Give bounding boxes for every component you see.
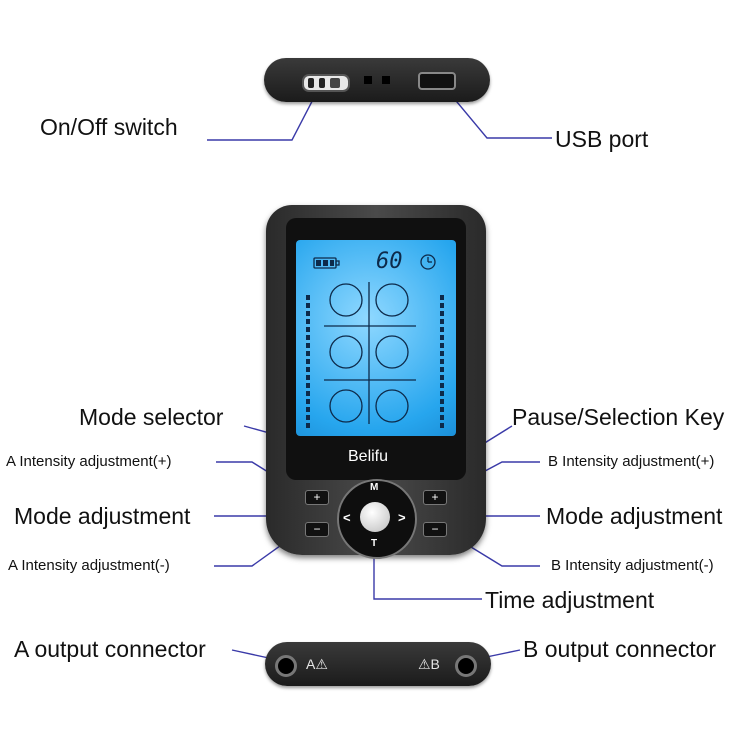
timer-display: 60 — [376, 249, 403, 274]
on-off-switch[interactable] — [302, 74, 350, 92]
mode-right-key[interactable]: > — [398, 510, 406, 525]
label-a-output-connector: A output connector — [14, 636, 206, 662]
device-bottom-edge — [265, 642, 491, 686]
label-b-intensity-plus: B Intensity adjustment(+) — [548, 453, 715, 470]
mode-selector-key[interactable]: M — [370, 482, 379, 493]
label-mode-adjustment-right: Mode adjustment — [546, 503, 723, 529]
lcd-content — [306, 254, 444, 430]
pause-selection-button[interactable] — [360, 502, 390, 532]
label-b-output-connector: B output connector — [523, 636, 717, 662]
mode-left-key[interactable]: < — [343, 510, 351, 525]
clock-icon — [420, 254, 436, 270]
label-on-off-switch: On/Off switch — [40, 114, 178, 140]
device-top-edge — [264, 58, 490, 102]
a-intensity-plus-button[interactable]: + — [305, 490, 329, 505]
label-a-intensity-plus: A Intensity adjustment(+) — [6, 453, 172, 470]
lcd-screen — [296, 240, 456, 436]
label-mode-adjustment-left: Mode adjustment — [14, 503, 191, 529]
b-intensity-minus-button[interactable]: − — [423, 522, 447, 537]
channel-a-marking: A⚠ — [306, 656, 328, 672]
label-mode-selector: Mode selector — [79, 404, 224, 430]
brand-logo: Belifu — [348, 448, 389, 465]
label-time-adjustment: Time adjustment — [485, 587, 655, 613]
label-a-intensity-minus: A Intensity adjustment(-) — [8, 557, 170, 574]
a-output-jack[interactable] — [275, 655, 297, 677]
b-intensity-plus-button[interactable]: + — [423, 490, 447, 505]
label-usb-port: USB port — [555, 126, 649, 152]
label-b-intensity-minus: B Intensity adjustment(-) — [551, 557, 714, 574]
a-intensity-minus-button[interactable]: − — [305, 522, 329, 537]
usb-port[interactable] — [418, 72, 456, 90]
time-adjustment-key[interactable]: T — [371, 538, 378, 549]
channel-b-marking: ⚠B — [418, 656, 440, 672]
b-output-jack[interactable] — [455, 655, 477, 677]
top-vent — [382, 76, 390, 84]
top-vent — [364, 76, 372, 84]
label-pause-selection-key: Pause/Selection Key — [512, 404, 725, 430]
